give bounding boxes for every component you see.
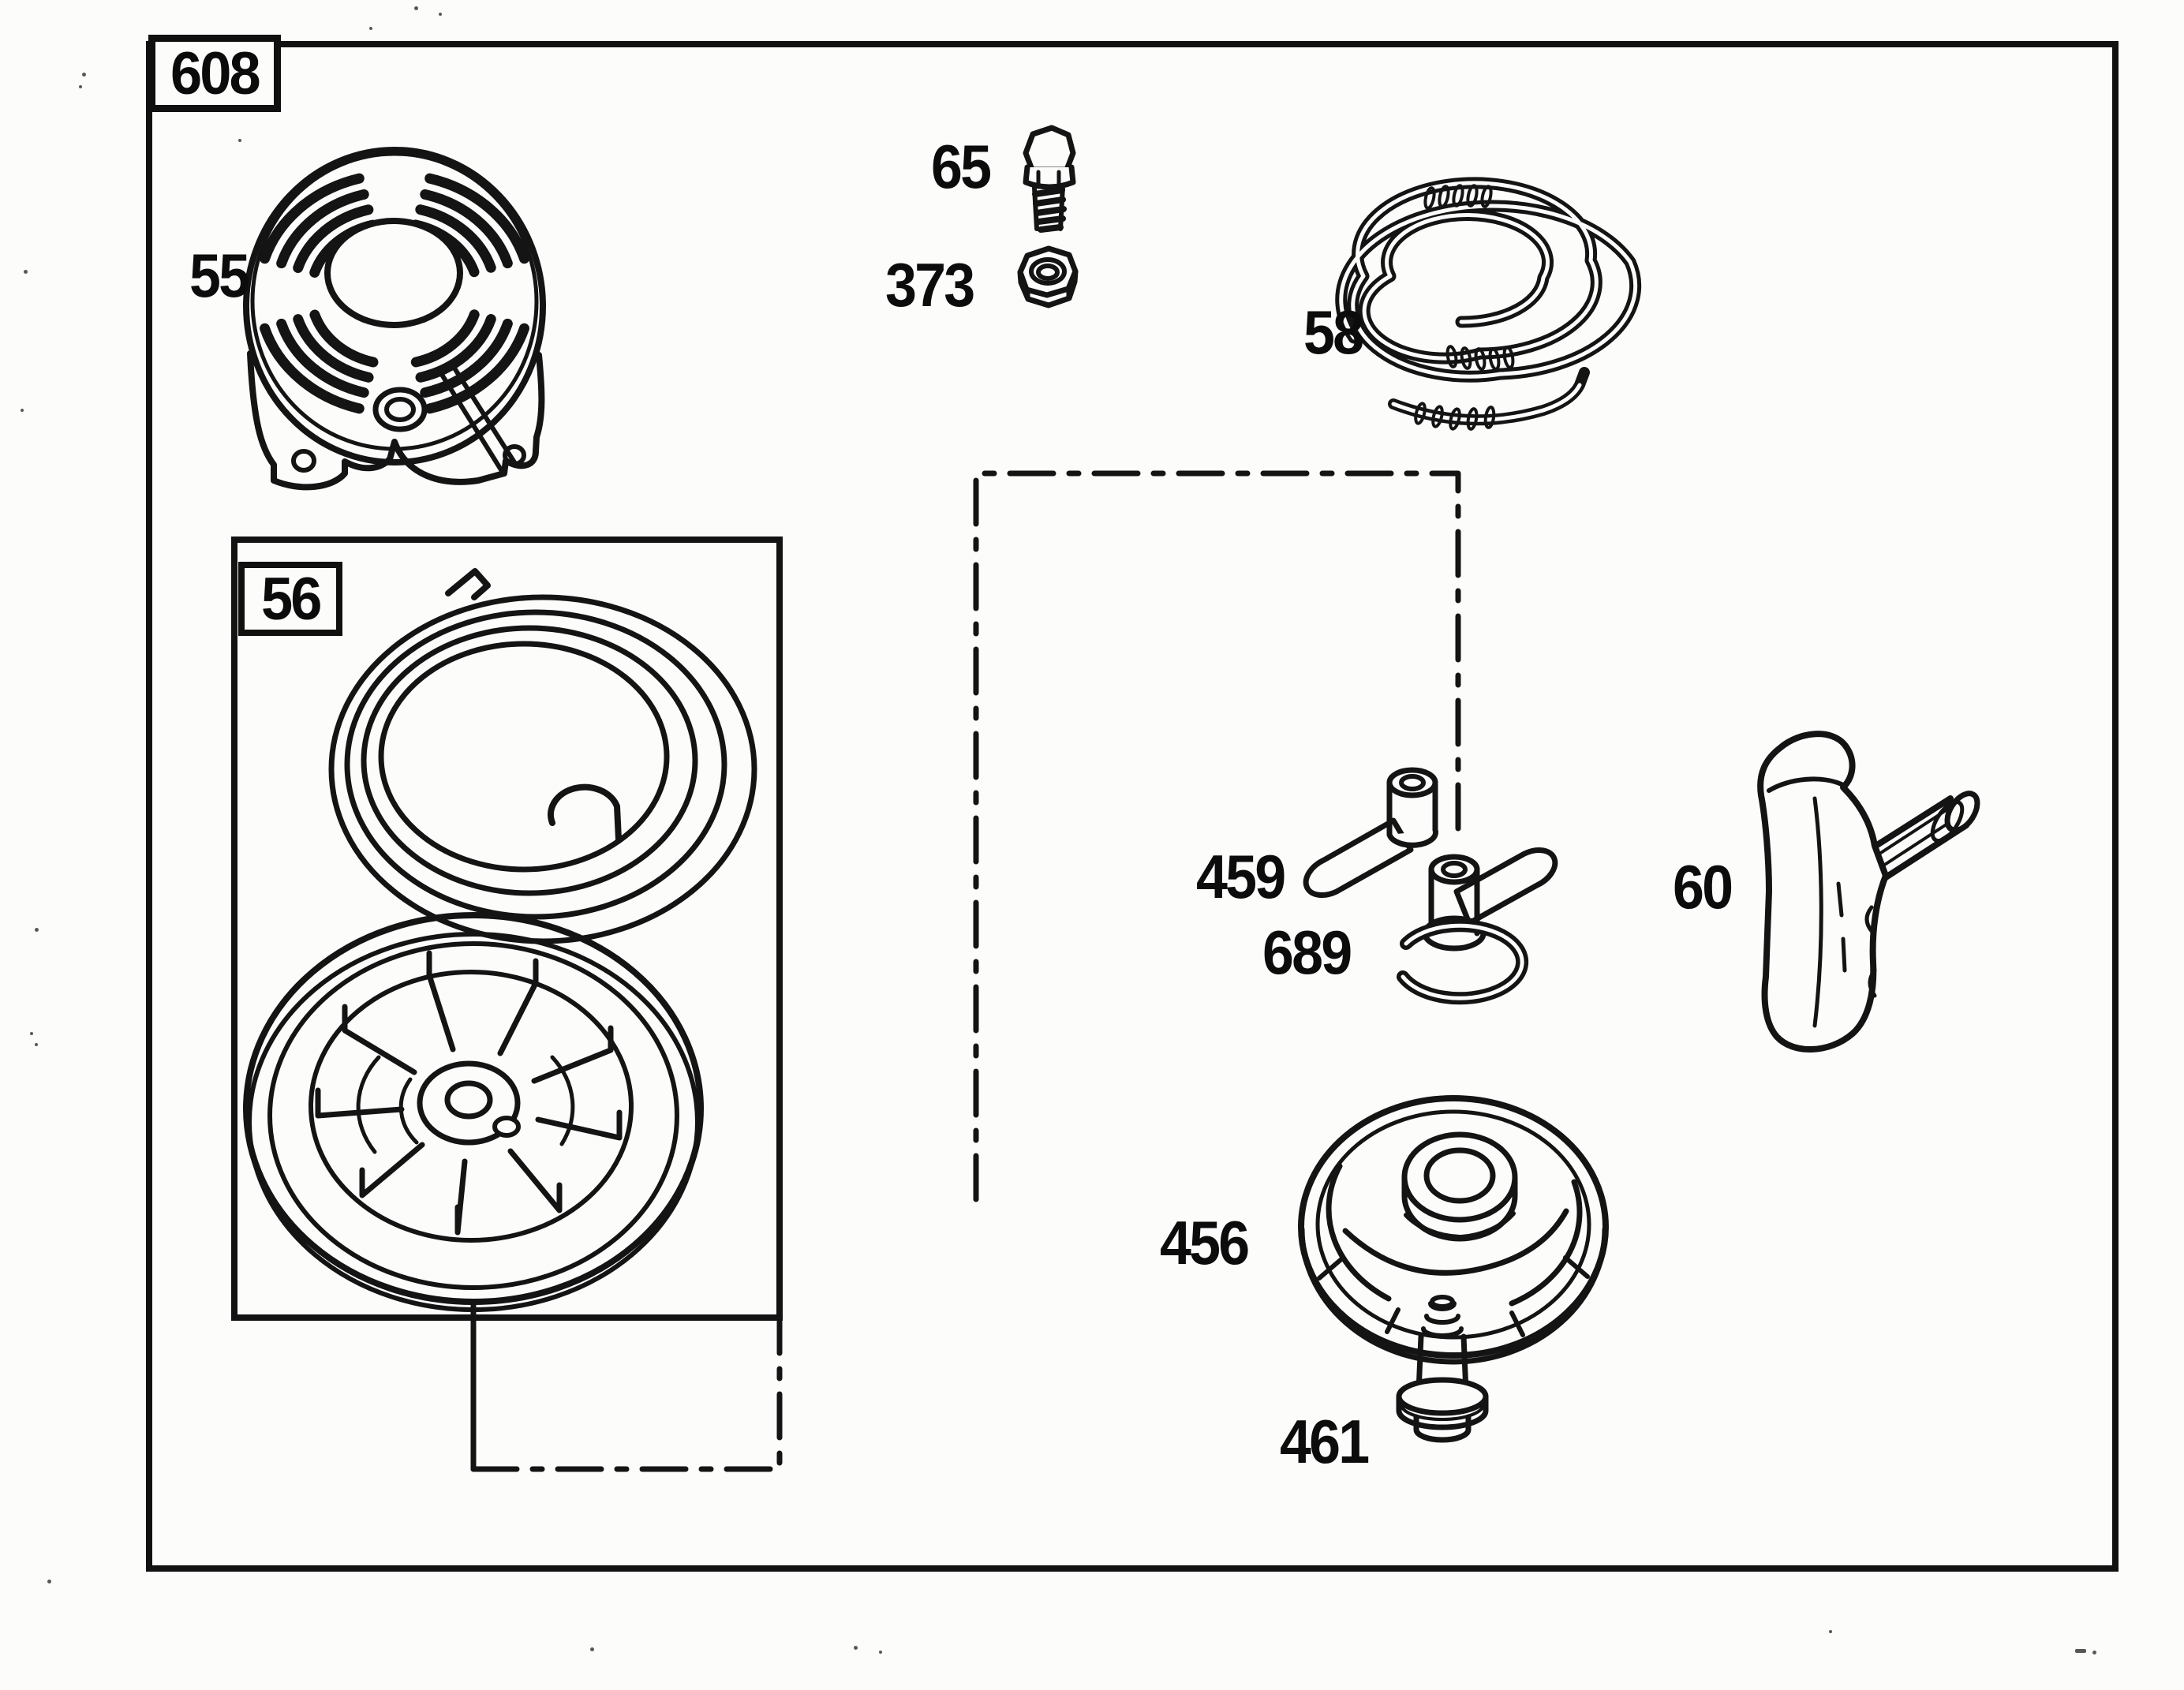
part-label-58: 58 xyxy=(1303,297,1364,367)
scan-speckle xyxy=(82,73,86,77)
scan-speckle xyxy=(2092,1651,2096,1654)
part-56-pulley-illustration xyxy=(243,912,704,1312)
part-label-689: 689 xyxy=(1262,918,1352,987)
part-58-spring-illustration xyxy=(1335,177,1642,431)
part-461-screw-illustration xyxy=(1396,1295,1489,1443)
scan-speckle xyxy=(24,270,28,274)
part-label-456: 456 xyxy=(1160,1208,1250,1277)
scan-speckle xyxy=(1829,1630,1832,1633)
phantom-box-459 xyxy=(973,470,1461,1202)
figure-number: 608 xyxy=(170,39,261,107)
leader-dash-dot-bottom xyxy=(470,1318,783,1472)
scan-speckle xyxy=(35,928,39,932)
part-label-461: 461 xyxy=(1280,1407,1370,1476)
scan-speckle xyxy=(414,6,418,10)
sub-assembly-56-box xyxy=(231,537,783,1321)
part-65-bolt-illustration xyxy=(1023,125,1076,233)
scan-speckle xyxy=(79,85,82,88)
part-456-clutch-illustration xyxy=(1298,1095,1609,1365)
part-60-grip-illustration xyxy=(1757,731,1980,1053)
part-label-459: 459 xyxy=(1196,842,1286,911)
diagram-outer-frame xyxy=(146,41,2119,1572)
scan-speckle xyxy=(47,1580,51,1583)
part-689-ring-illustration xyxy=(1397,919,1529,1005)
figure-number-box: 608 xyxy=(148,35,281,112)
assembly-leader-lines xyxy=(470,470,1461,1472)
scan-speckle xyxy=(854,1646,858,1650)
sub-assembly-number: 56 xyxy=(260,565,322,633)
scan-speckle xyxy=(35,1043,38,1046)
part-55-housing-illustration xyxy=(243,147,546,491)
part-56-rewind-spring-illustration xyxy=(328,568,757,944)
part-label-55: 55 xyxy=(189,241,250,310)
scan-speckle xyxy=(238,139,241,142)
sub-assembly-number-box: 56 xyxy=(238,562,342,636)
scan-speckle xyxy=(369,27,372,30)
part-label-60: 60 xyxy=(1673,852,1733,922)
scan-speckle xyxy=(879,1651,882,1654)
part-label-373: 373 xyxy=(885,250,975,320)
scan-speckle xyxy=(590,1647,594,1651)
scan-speckle xyxy=(21,409,24,412)
part-label-65: 65 xyxy=(931,132,992,201)
scan-speckle xyxy=(30,1032,33,1035)
scan-speckle xyxy=(439,13,442,16)
part-373-nut-illustration xyxy=(1017,245,1079,308)
scan-speckle xyxy=(2075,1649,2086,1653)
